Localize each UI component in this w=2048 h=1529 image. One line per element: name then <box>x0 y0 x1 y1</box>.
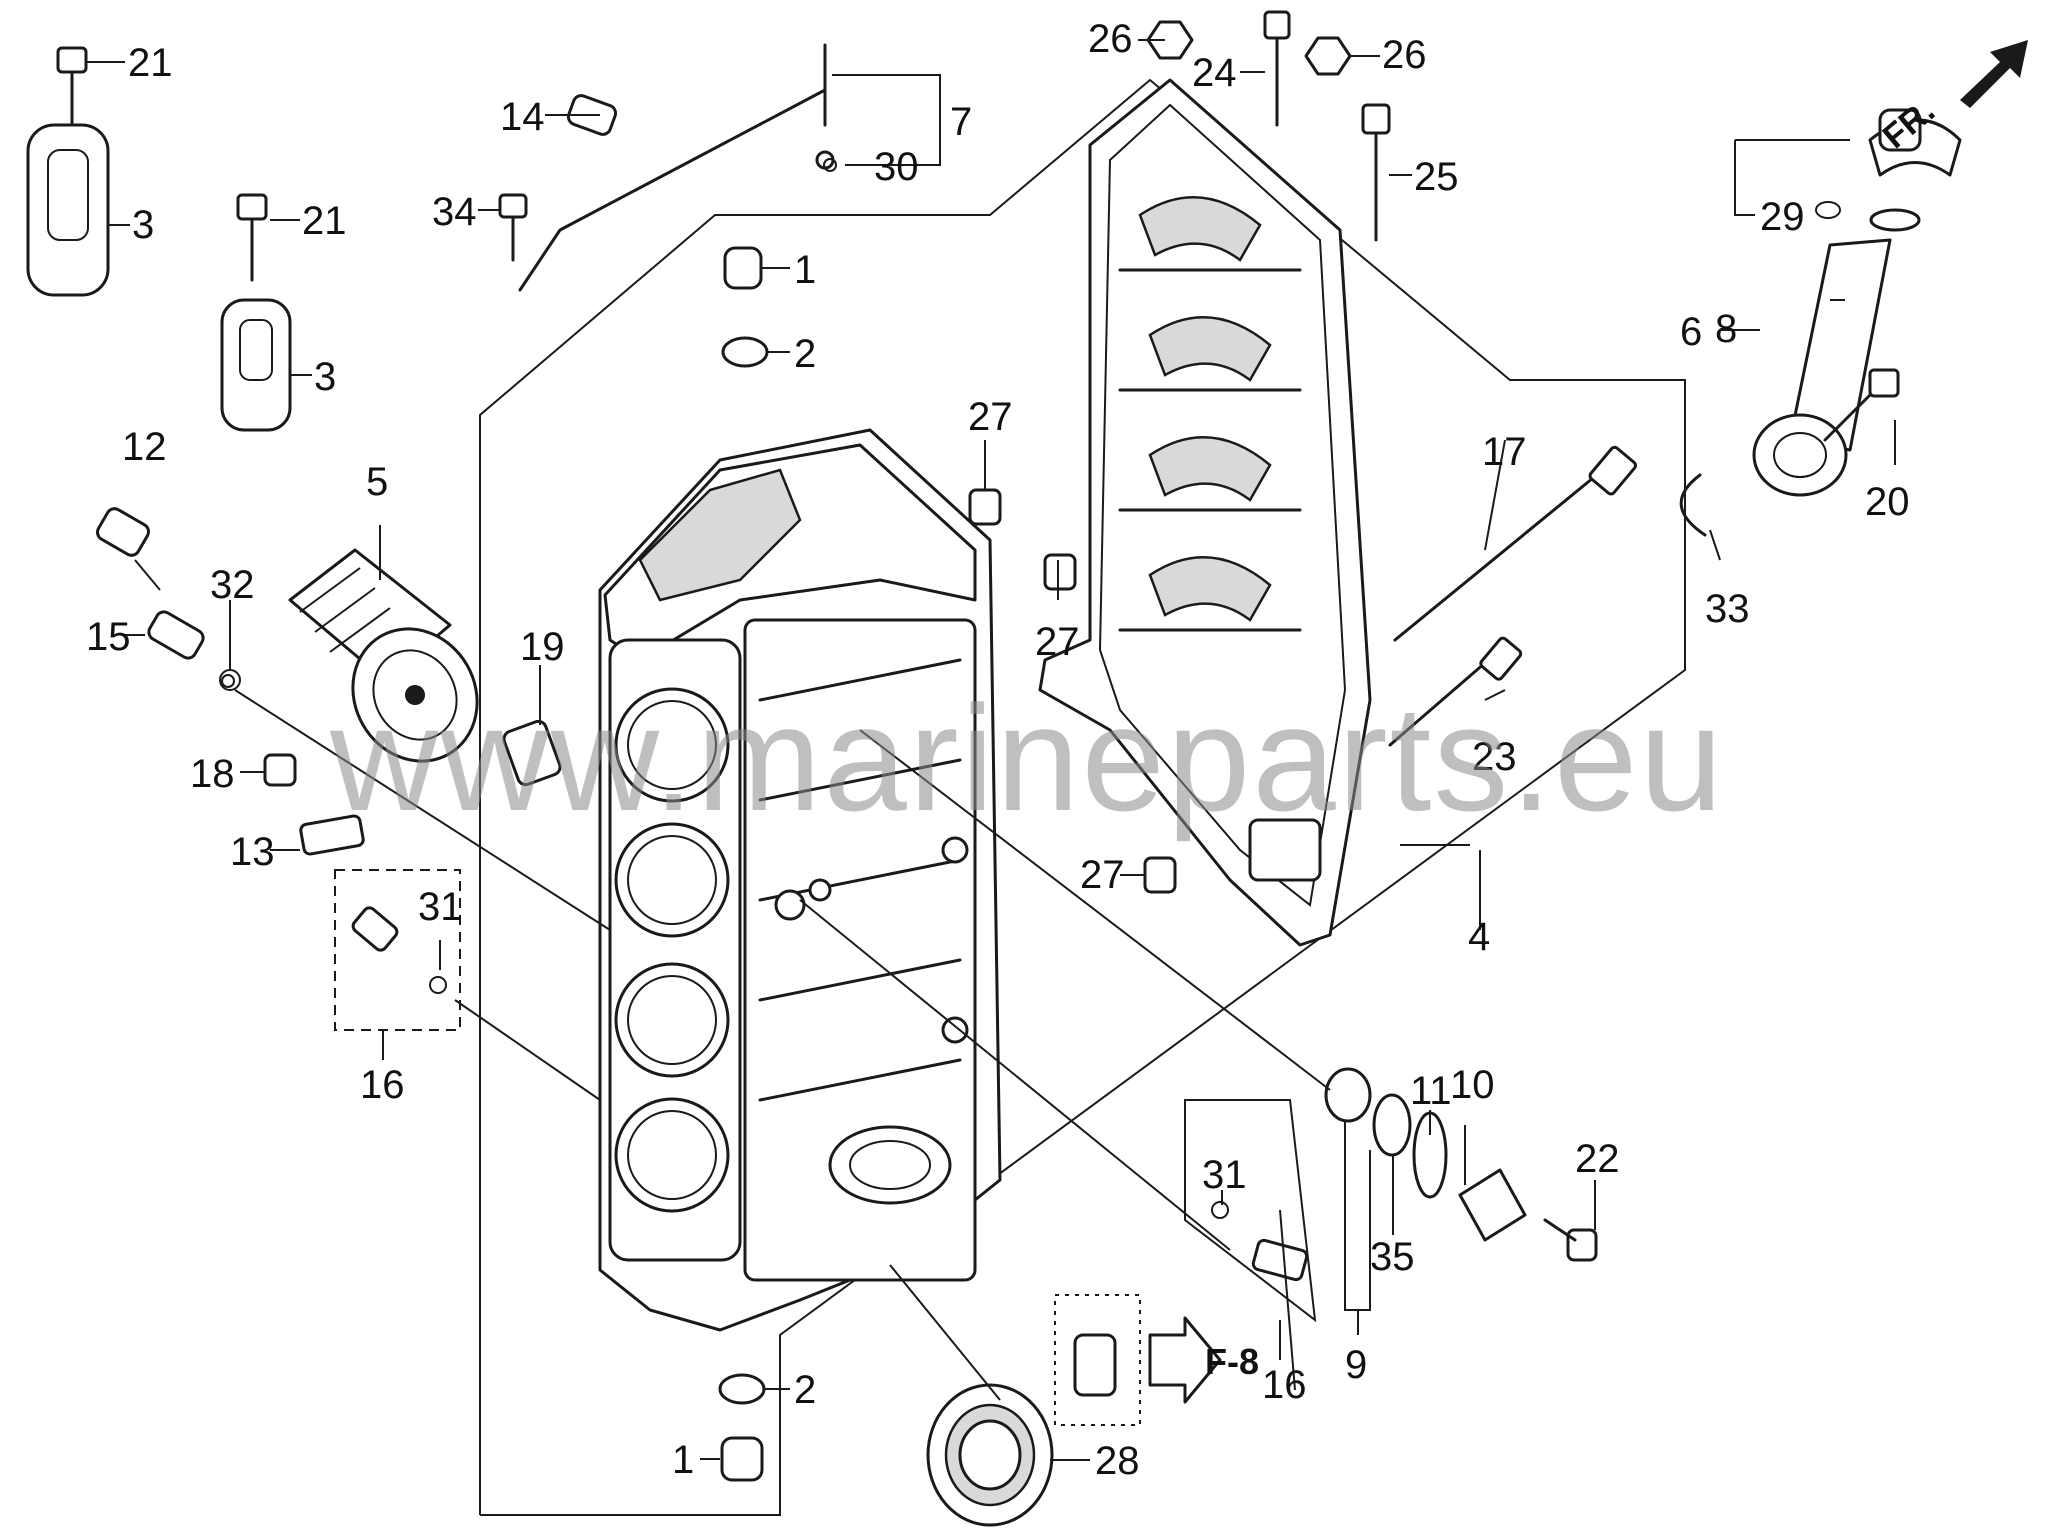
callout-30: 30 <box>874 145 919 189</box>
callout-26: 26 <box>1088 17 1133 61</box>
callout-18: 18 <box>190 752 235 796</box>
callout-24: 24 <box>1192 51 1237 95</box>
callout-32: 32 <box>210 563 255 607</box>
callout-8: 8 <box>1715 307 1737 351</box>
callout-16: 16 <box>1262 1363 1307 1407</box>
callout-27: 27 <box>1035 620 1080 664</box>
cylinder-block[interactable] <box>598 428 1002 1332</box>
callout-11: 11 <box>1410 1069 1452 1113</box>
callout-2: 2 <box>794 1368 816 1412</box>
oil-filler-assembly[interactable] <box>1752 108 1962 497</box>
callout-19: 19 <box>520 625 565 669</box>
callout-21: 21 <box>128 41 173 85</box>
callout-33: 33 <box>1705 587 1750 631</box>
callout-17: 17 <box>1482 430 1527 474</box>
small-hardware[interactable] <box>26 10 1900 1482</box>
callout-9: 9 <box>1345 1343 1367 1387</box>
callout-22: 22 <box>1575 1137 1620 1181</box>
callout-14: 14 <box>500 95 545 139</box>
callout-4: 4 <box>1468 915 1490 959</box>
reference-box-f8[interactable]: F-8 <box>1054 1294 1259 1426</box>
leader-lines <box>86 39 1896 1461</box>
callout-10: 10 <box>1450 1063 1495 1107</box>
callout-15: 15 <box>86 615 131 659</box>
callout-16: 16 <box>360 1063 405 1107</box>
callout-3: 3 <box>314 355 336 399</box>
callout-23: 23 <box>1472 735 1517 779</box>
callout-35: 35 <box>1370 1235 1415 1279</box>
callout-numbers: 21 3 21 3 26 26 24 25 14 34 7 30 1 2 2 1… <box>86 17 1910 1483</box>
callout-6: 6 <box>1680 310 1702 354</box>
callout-26: 26 <box>1382 33 1427 77</box>
crankcase-bolts[interactable] <box>1388 445 1637 747</box>
callout-5: 5 <box>366 460 388 504</box>
callout-2: 2 <box>794 332 816 376</box>
callout-25: 25 <box>1414 155 1459 199</box>
crankcase-bearing-saddles <box>1138 196 1272 622</box>
callout-1: 1 <box>672 1438 694 1482</box>
callout-31: 31 <box>418 885 463 929</box>
crankcase[interactable] <box>1038 78 1372 947</box>
callout-21: 21 <box>302 199 347 243</box>
callout-27: 27 <box>1080 853 1125 897</box>
callout-7: 7 <box>950 100 972 144</box>
ref-label-f8: F-8 <box>1205 1341 1259 1382</box>
oil-seal[interactable] <box>926 1383 1054 1527</box>
callout-27: 27 <box>968 395 1013 439</box>
callout-1: 1 <box>794 248 816 292</box>
callout-34: 34 <box>432 190 477 234</box>
callout-13: 13 <box>230 830 275 874</box>
oil-filter[interactable] <box>288 548 501 784</box>
callout-20: 20 <box>1865 480 1910 524</box>
callout-29: 29 <box>1760 195 1805 239</box>
callout-31: 31 <box>1202 1153 1247 1197</box>
callout-12: 12 <box>122 425 167 469</box>
callout-28: 28 <box>1095 1439 1140 1483</box>
watermark: www.marineparts.eu <box>329 674 1725 842</box>
callout-3: 3 <box>132 203 154 247</box>
exploded-frame <box>479 78 1686 1516</box>
